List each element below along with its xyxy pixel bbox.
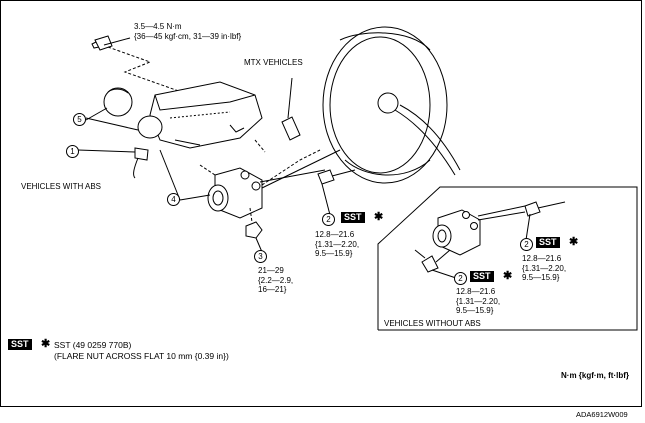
callout-4: 4 [167,193,180,206]
reservoir-cap-icon [103,87,133,117]
callout-1: 1 [66,145,79,158]
torque-value-alt: {2.2—2.9, [258,275,294,285]
inset-brake-line-fitting-icon [421,255,439,273]
torque-value-alt: 9.5—15.9} [315,249,353,258]
hydraulic-unit-icon [207,167,263,219]
callout-2: 2 [322,213,335,226]
torque-spec-2: 12.8—21.6 {1.31—2.20, 9.5—15.9} [315,230,359,259]
bolt-leader [107,46,191,96]
reservoir-cap-icon [137,115,163,139]
legend-sst-badge: SST [8,339,32,350]
callout-5: 5 [73,113,86,126]
torque-value: 12.8—21.6 [315,230,355,239]
sst-star: ✱ [569,236,579,248]
mtx-hose-icon [281,116,301,141]
inset-brake-line-fitting-icon [524,201,541,217]
brake-booster-icon [322,26,461,184]
torque-spec-bolt: 3.5—4.5 N·m {36—45 kgf·cm, 31—39 in·lbf} [134,22,241,41]
torque-value: 12.8—21.6 [456,287,496,296]
fluid-level-connector-icon [134,147,149,161]
torque-value-alt: {1.31—2.20, [522,263,567,273]
callout-2-inset-left: 2 [454,272,467,285]
brake-line-fitting-icon [317,169,335,185]
bolt-icon [91,35,131,51]
diagram-border [0,0,642,407]
reservoir-icon [149,81,263,149]
callout-3: 3 [254,250,267,263]
torque-value-alt: {1.31—2.20, [315,239,360,249]
torque-value: 21—29 [258,266,284,275]
torque-value: 3.5—4.5 N·m [134,22,182,31]
torque-value-alt: 16—21} [258,285,287,294]
flare-nut-icon [245,221,263,239]
callout-2-inset-right: 2 [520,238,533,251]
torque-value-alt-units: {36—45 kgf·cm, 31—39 in·lbf} [134,31,242,41]
torque-value-alt: 9.5—15.9} [456,306,494,315]
inset-box [377,186,638,331]
units-note: N·m {kgf·m, ft·lbf} [561,371,629,380]
torque-spec-2-inset-right: 12.8—21.6 {1.31—2.20, 9.5—15.9} [522,254,566,283]
sst-star: ✱ [374,211,384,223]
legend-text: SST (49 0259 770B) (FLARE NUT ACROSS FLA… [54,340,229,362]
legend-sst-star: ✱ [41,338,51,350]
sst-badge: SST [470,271,494,282]
label-vehicles-without-abs: VEHICLES WITHOUT ABS [384,319,481,328]
sst-star: ✱ [503,270,513,282]
inset-hydraulic-unit-icon [432,209,481,256]
sst-badge: SST [341,212,365,223]
torque-value-alt: 9.5—15.9} [522,273,560,282]
torque-spec-3: 21—29 {2.2—2.9, 16—21} [258,266,293,295]
label-mtx-vehicles: MTX VEHICLES [244,58,303,67]
figure-code: ADA6912W009 [576,410,628,419]
legend-sst-spec: (FLARE NUT ACROSS FLAT 10 mm {0.39 in}) [54,351,229,361]
legend-sst-number: SST (49 0259 770B) [54,340,132,350]
torque-spec-2-inset-left: 12.8—21.6 {1.31—2.20, 9.5—15.9} [456,287,500,316]
label-vehicles-with-abs: VEHICLES WITH ABS [21,182,102,191]
sst-badge: SST [536,237,560,248]
torque-value-alt: {1.31—2.20, [456,296,501,306]
torque-value: 12.8—21.6 [522,254,562,263]
